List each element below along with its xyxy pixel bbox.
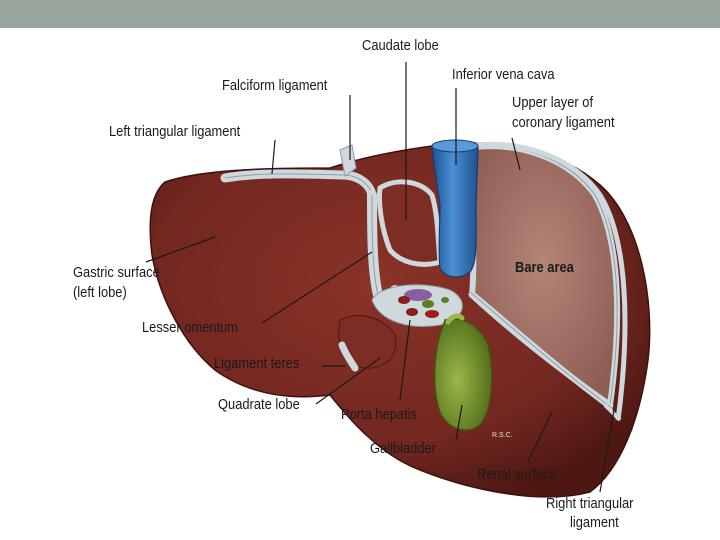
label-gallbladder: Gallbladder bbox=[370, 440, 436, 457]
artist-initials: R.S.C. bbox=[492, 432, 513, 439]
porta-hepatis bbox=[371, 284, 463, 327]
caudate-lobe bbox=[377, 179, 443, 267]
label-ligament-teres: Ligament teres bbox=[214, 355, 300, 372]
label-gastric-surface-2: (left lobe) bbox=[73, 284, 127, 301]
ligament-teres bbox=[338, 341, 359, 372]
label-renal-surface: Renal surface bbox=[477, 466, 557, 483]
label-bare-area: Bare area bbox=[515, 259, 574, 276]
coronary-ligament-band bbox=[467, 141, 628, 421]
label-right-triangular-1: Right triangular bbox=[546, 495, 634, 512]
label-inferior-vena-cava: Inferior vena cava bbox=[452, 66, 555, 83]
label-lesser-omentum: Lesser omentum bbox=[142, 319, 239, 336]
label-caudate-lobe: Caudate lobe bbox=[362, 37, 439, 54]
falciform-ligament-shape bbox=[339, 144, 357, 177]
label-upper-coronary-1: Upper layer of bbox=[512, 94, 594, 111]
label-quadrate-lobe: Quadrate lobe bbox=[218, 396, 300, 413]
label-gastric-surface-1: Gastric surface bbox=[73, 264, 160, 281]
label-right-triangular-2: ligament bbox=[570, 514, 619, 531]
label-porta-hepatis: Porta hepatis bbox=[341, 406, 418, 423]
label-upper-coronary-2: coronary ligament bbox=[512, 114, 615, 131]
label-falciform-ligament: Falciform ligament bbox=[222, 77, 328, 94]
label-left-triangular-ligament: Left triangular ligament bbox=[109, 123, 241, 140]
header-bar bbox=[0, 0, 720, 28]
gallbladder-shape bbox=[434, 318, 493, 431]
